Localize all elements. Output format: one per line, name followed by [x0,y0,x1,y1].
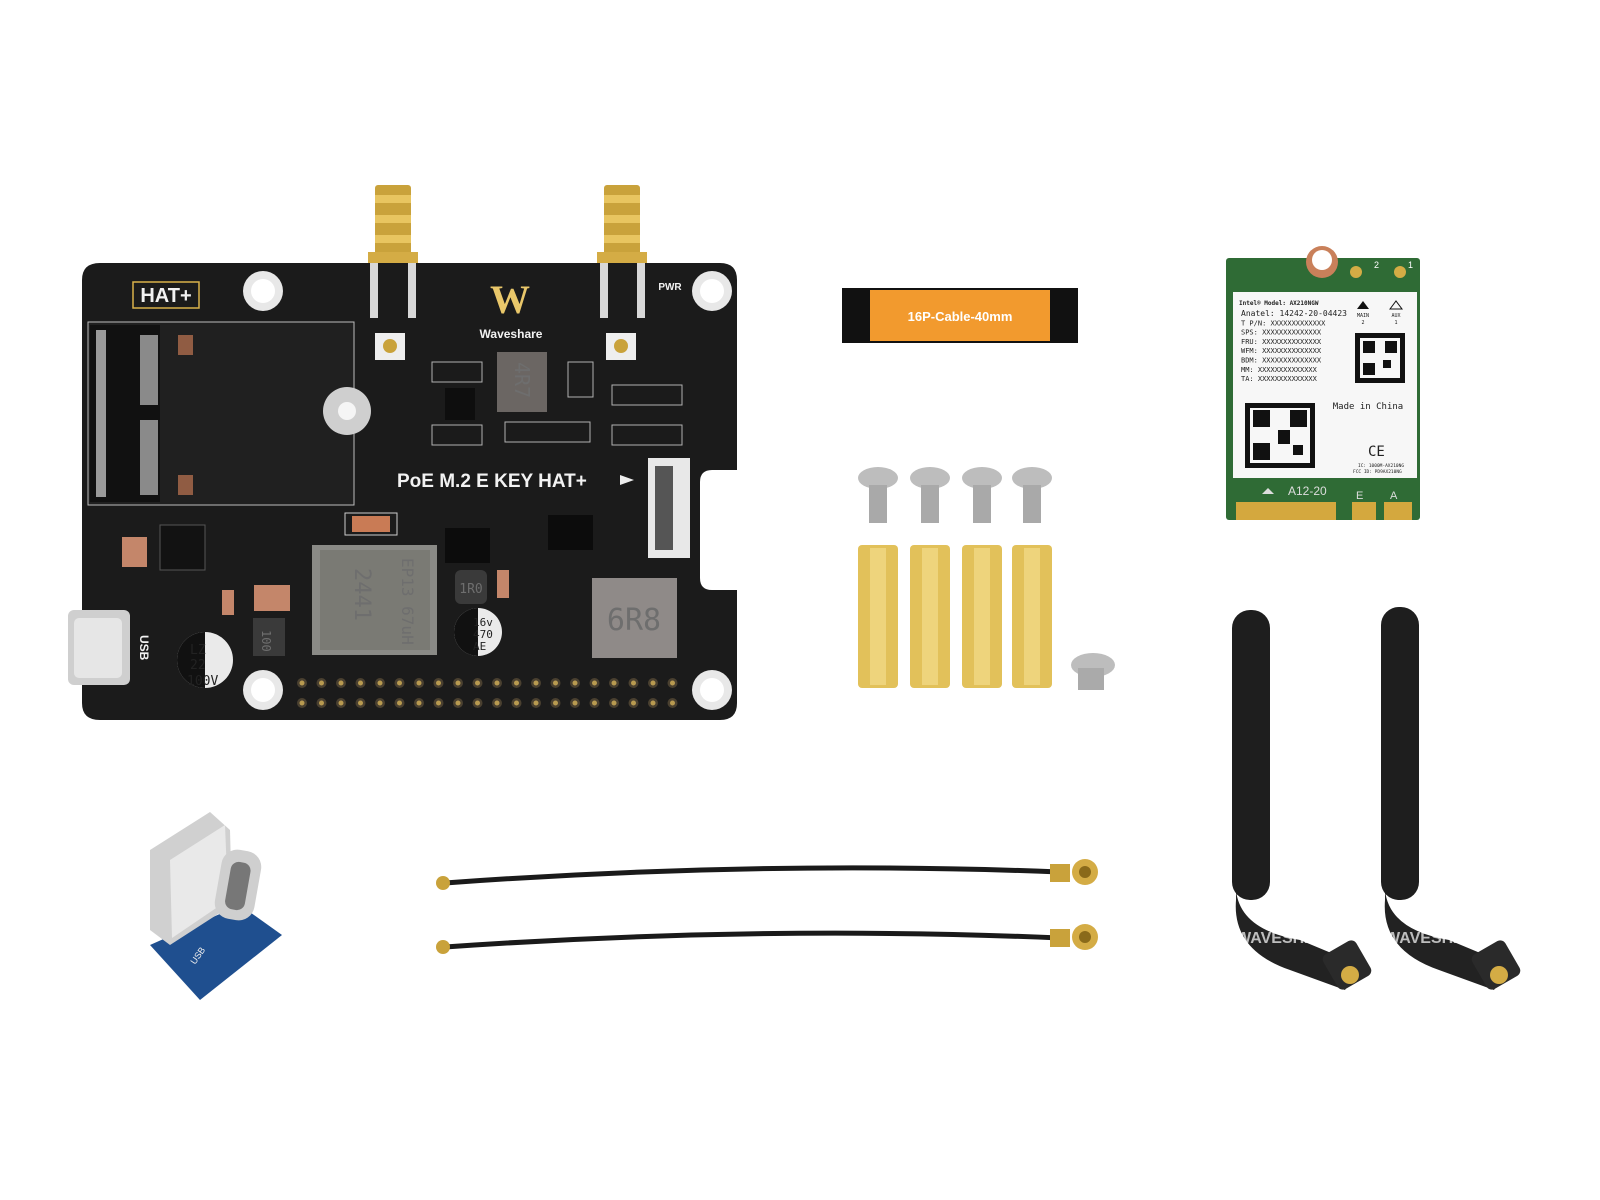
key-a-label: A [1390,490,1398,502]
capacitor-22uf: LZ 22 100V [177,632,233,689]
mounting-hole [692,670,732,710]
mounting-hole [243,670,283,710]
usb-label: USB [137,635,151,661]
cap-series: LZ [190,643,206,658]
brand-name: Waveshare [480,327,543,341]
made-in-label: Made in China [1333,402,1403,412]
main-label: MAIN [1357,313,1369,319]
ic-id: IC: 1000M-AX210NG [1358,463,1404,469]
transformer-code: 2441 [349,568,374,621]
key-label: A12-20 [1288,484,1327,498]
qr-code-small [1355,333,1405,383]
pwr-label: PWR [658,282,682,293]
wifi-card-ax210: 2 1 Intel® Model: AX210NGW Anatel: 14242… [1226,246,1420,520]
watermark: WAVESHARE [1236,930,1338,947]
cap-value: 470 [473,628,493,641]
aux-label: AUX [1391,313,1400,319]
inductor-1r0: 1R0 [459,582,482,597]
wifi-label-line: MM: XXXXXXXXXXXXXX [1241,366,1318,374]
m2-e-key-slot [90,325,160,502]
screw [1012,467,1052,489]
cap-value: 22 [190,658,206,673]
wifi-model: Intel® Model: AX210NGW [1239,300,1319,307]
wifi-label-line: SPS: XXXXXXXXXXXXXX [1241,329,1322,337]
m2-standoff [323,387,371,435]
waveshare-logo: W [490,277,530,322]
inductor-6r8: 6R8 [607,603,661,638]
main-num: 2 [1361,320,1364,326]
wifi-label-line: T P/N: XXXXXXXXXXXXX [1241,319,1326,327]
transformer: 2441 EP13 67uH [312,545,437,655]
antenna-left [1232,610,1372,990]
wifi-label-line: WFM: XXXXXXXXXXXXXX [1241,347,1322,355]
wifi-label-line: FRU: XXXXXXXXXXXXXX [1241,338,1322,346]
screw [962,467,1002,489]
screw [910,467,950,489]
key-e-label: E [1356,490,1363,502]
screw [858,467,898,489]
cap-voltage: 16v [473,616,493,629]
mounting-hole [692,271,732,311]
screws-and-standoffs [858,467,1115,690]
poe-m2-hat-board: HAT+ W Waveshare PWR 4R7 [68,185,737,720]
wifi-label-line: TA: XXXXXXXXXXXXXX [1241,375,1318,383]
qr-code-large [1245,403,1315,468]
fcc-id: FCC ID: PD9AX210NG [1353,469,1402,475]
hat-badge: HAT+ [140,285,191,307]
mounting-hole [243,271,283,311]
gpio-header [297,678,678,708]
inductor-100: 100 [259,630,273,652]
ce-mark: CE [1368,444,1385,460]
inductor-4r7: 4R7 [510,362,534,398]
board-title: PoE M.2 E KEY HAT+ [397,471,587,492]
aux-num: 1 [1394,320,1397,326]
capacitor-470uf: 16v 470 AE [454,608,502,656]
fpc-cable: 16P-Cable-40mm [842,288,1078,343]
antenna-right [1381,607,1521,990]
usb-c-port [68,610,130,685]
cap-series: AE [473,640,486,653]
cap-voltage: 100V [187,674,218,689]
ufl-pigtail-cable [436,924,1098,954]
wifi-label-line: BDM: XXXXXXXXXXXXXX [1241,357,1322,365]
wifi-label-line: Anatel: 14242-20-04423 [1241,309,1347,318]
connector-2-label: 2 [1374,260,1379,270]
transformer-rating: EP13 67uH [398,558,417,645]
usb-a-to-c-adapter: USB [150,812,282,1000]
fpc-cable-label: 16P-Cable-40mm [908,309,1013,324]
ufl-pigtail-cable [436,859,1098,890]
connector-1-label: 1 [1408,260,1413,270]
watermark: WAVESHARE [1385,930,1487,947]
